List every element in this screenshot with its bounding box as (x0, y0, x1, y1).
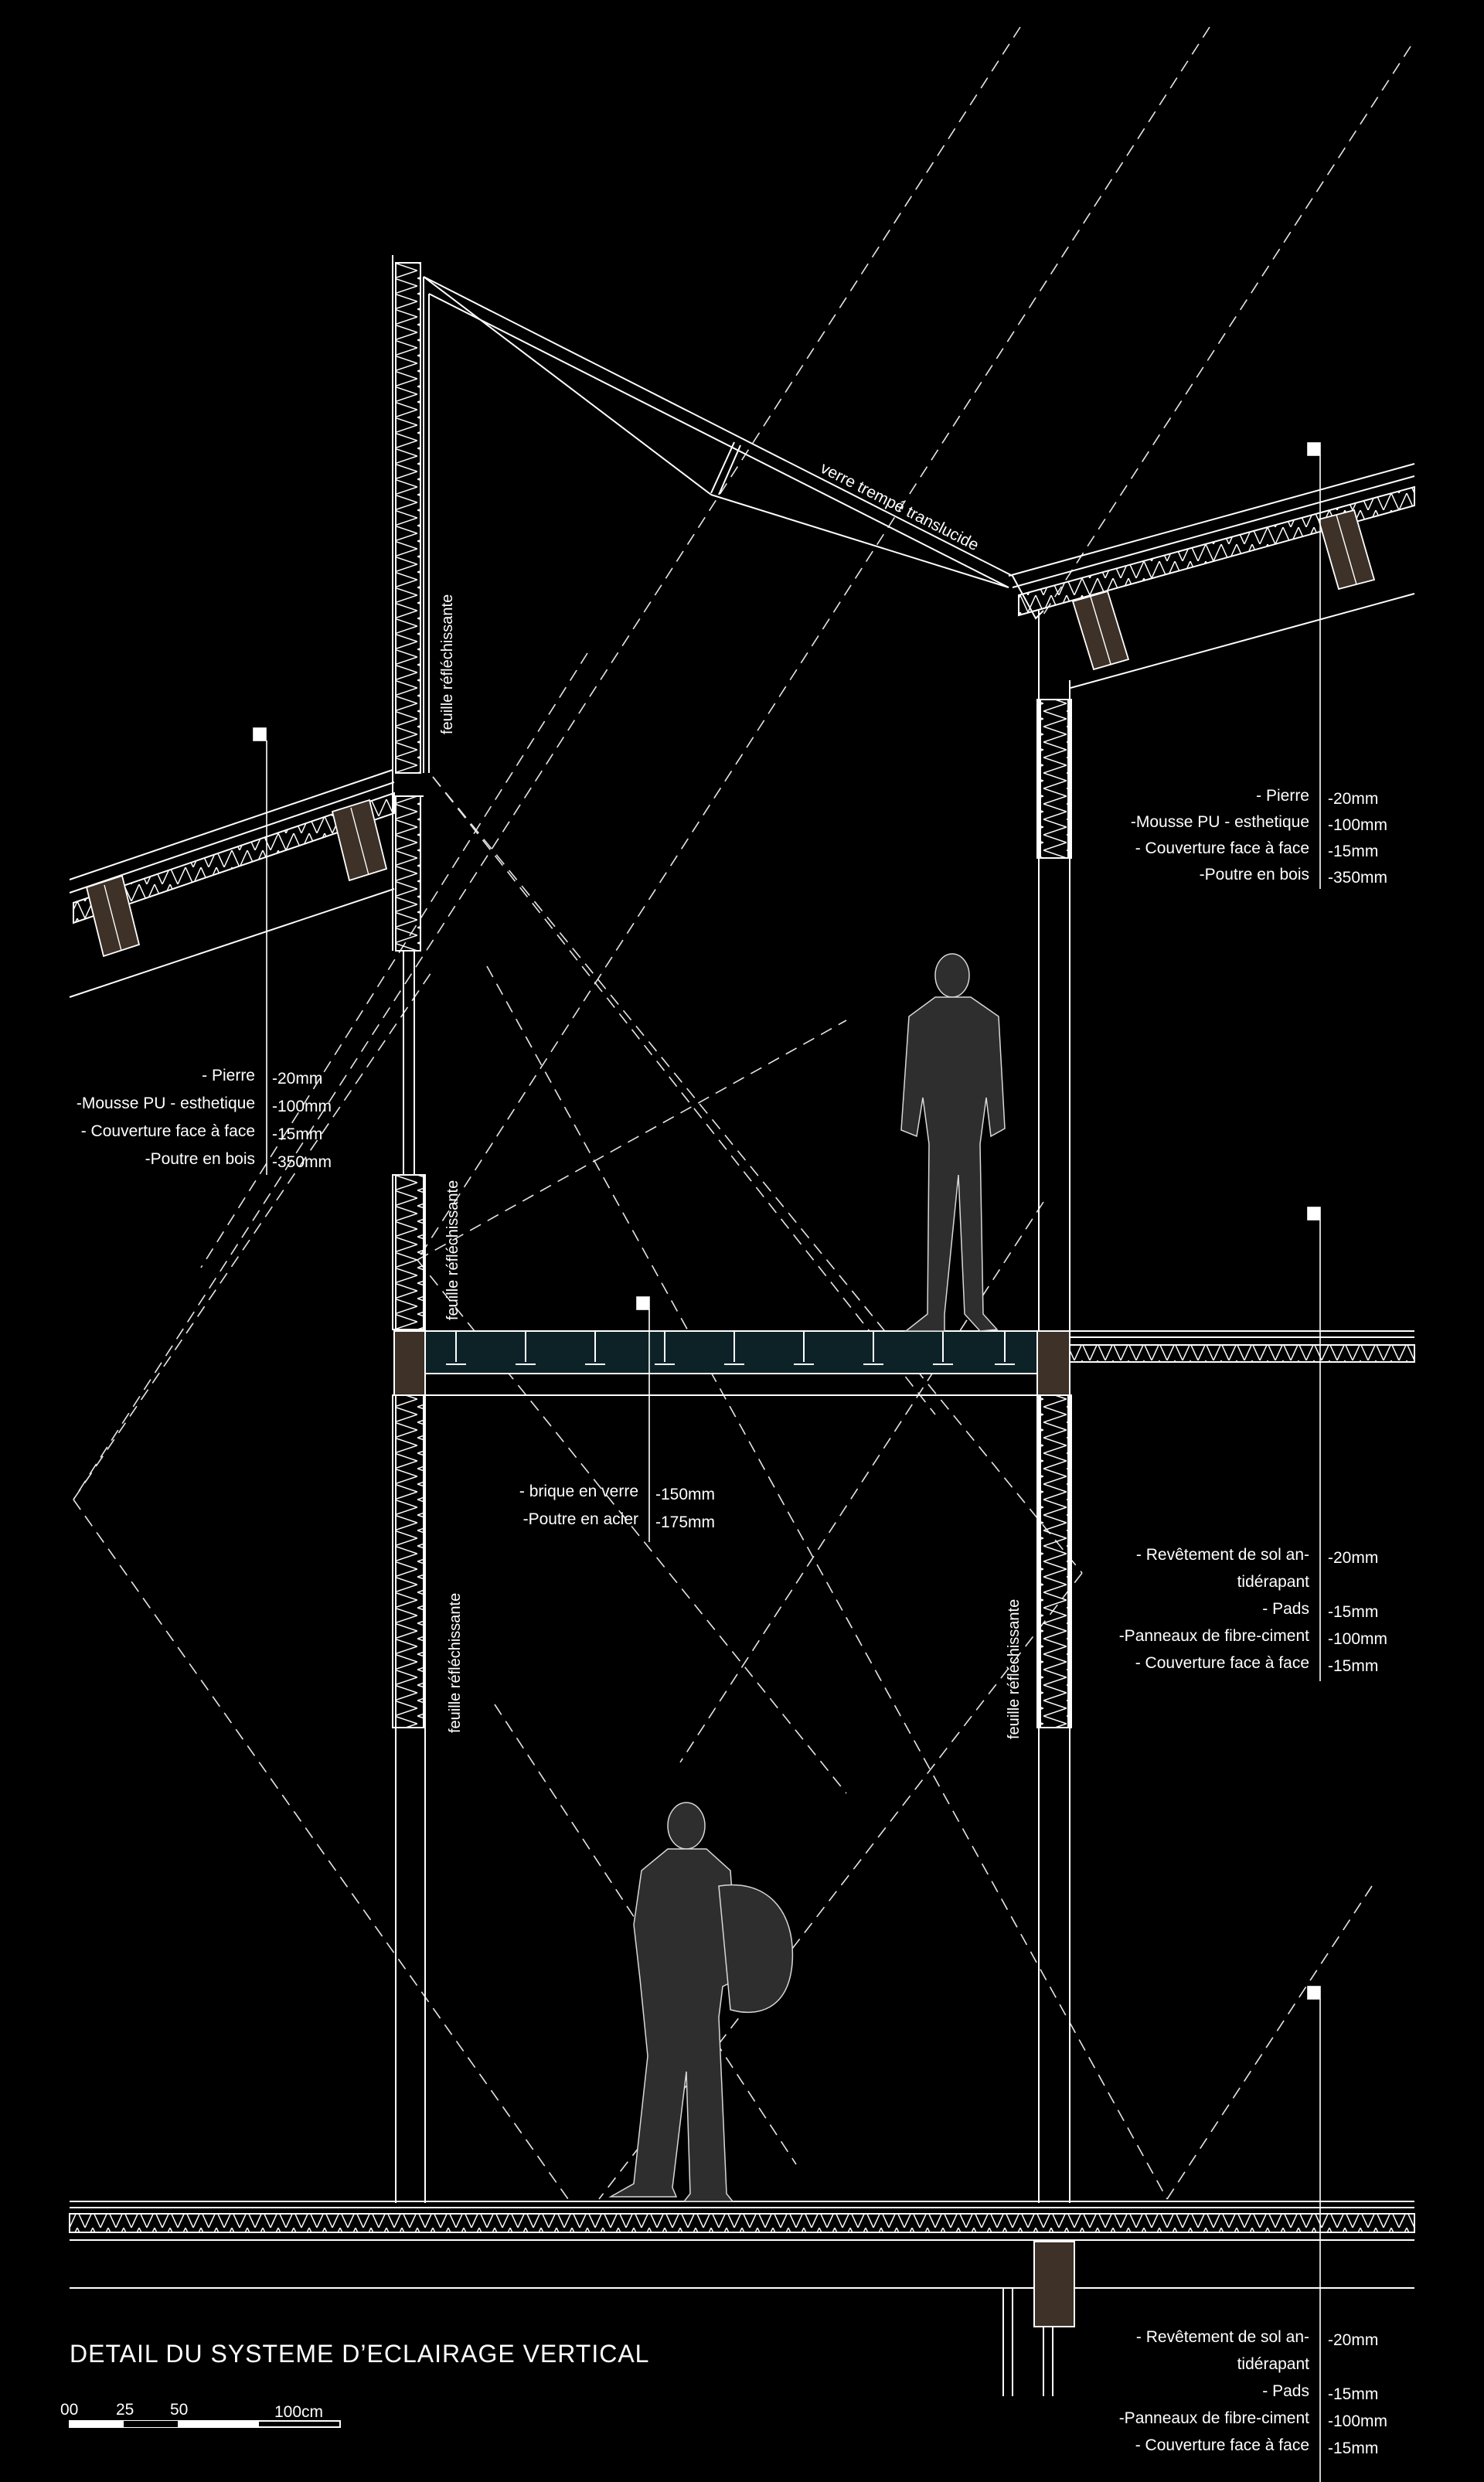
leader-lines (253, 442, 1321, 2482)
label-feuille-4: feuille réfléchissante (1006, 1599, 1023, 1739)
scale-bar: 00 25 50 100cm (60, 2401, 341, 2428)
spec-group-ground-floor: - Revêtement de sol an- -20mm tidérapant - … (1119, 2328, 1387, 2457)
spec-dim: -350mm (272, 1153, 332, 1171)
roof-right (1008, 463, 1415, 689)
light-rays (73, 26, 1411, 2200)
label-feuille-2: feuille réfléchissante (444, 1180, 461, 1320)
spec-name: - Revêtement de sol an- (1136, 1546, 1309, 1564)
spec-dim: -15mm (1328, 1603, 1378, 1621)
spec-group-upper-floor: - Revêtement de sol an- -20mm tidérapant - … (1119, 1546, 1387, 1675)
drawing-title: DETAIL DU SYSTEME D’ECLAIRAGE VERTICAL (70, 2340, 649, 2368)
spec-name: - Couverture face à face (1135, 839, 1309, 857)
spec-dim: -15mm (272, 1125, 322, 1143)
spec-dim: -20mm (1328, 790, 1378, 808)
wall-left (392, 255, 426, 2203)
label-feuille-3: feuille réfléchissante (447, 1593, 464, 1733)
spec-dim: -100mm (272, 1098, 332, 1115)
spec-dim: -15mm (1328, 843, 1378, 860)
spec-dim: -20mm (1328, 2331, 1378, 2349)
spec-name: - Couverture face à face (1135, 1654, 1309, 1672)
spec-dim: -100mm (1328, 816, 1387, 834)
spec-name: - Couverture face à face (81, 1122, 255, 1140)
spec-dim: -150mm (655, 1486, 715, 1503)
human-figures (608, 953, 1006, 2202)
scale-tick-1: 25 (116, 2401, 134, 2419)
scale-tick-2: 50 (170, 2401, 188, 2419)
figure-upper (900, 953, 1006, 1332)
spec-dim: -15mm (1328, 1657, 1378, 1675)
spec-name: - Couverture face à face (1135, 2436, 1309, 2454)
spec-name: -Mousse PU - esthetique (77, 1095, 255, 1112)
spec-group-roof-right: - Pierre -20mm -Mousse PU - esthetique -100… (1131, 787, 1387, 887)
spec-name: tidérapant (1237, 2355, 1310, 2373)
spec-dim: -20mm (272, 1070, 322, 1088)
scale-tick-3: 100cm (274, 2403, 323, 2421)
spec-name: -Mousse PU - esthetique (1131, 813, 1309, 831)
skylight-monitor (423, 276, 1044, 773)
spec-dim: -350mm (1328, 869, 1387, 887)
figure-lower (608, 1802, 794, 2202)
spec-dim: -100mm (1328, 1630, 1387, 1648)
spec-group-glass-floor: - brique en verre -150mm -Poutre en acier-… (519, 1483, 715, 1531)
spec-name: - Pads (1262, 2382, 1309, 2400)
spec-name: - Pads (1262, 1600, 1309, 1618)
spec-name: -Poutre en acier (523, 1510, 638, 1528)
spec-group-roof-left: - Pierre -20mm -Mousse PU - esthetique -100… (77, 1067, 332, 1171)
material-specs: - Pierre -20mm -Mousse PU - esthetique -100… (77, 787, 1387, 2457)
spec-dim: -15mm (1328, 2439, 1378, 2457)
spec-name: - Pierre (1256, 787, 1309, 805)
spec-name: -Panneaux de fibre-ciment (1119, 1627, 1309, 1645)
ground-floor (69, 2201, 1415, 2396)
spec-dim: -175mm (655, 1513, 715, 1531)
spec-name: -Panneaux de fibre-ciment (1119, 2409, 1309, 2427)
scale-tick-0: 00 (60, 2401, 78, 2419)
spec-dim: -100mm (1328, 2412, 1387, 2430)
spec-name: tidérapant (1237, 1573, 1310, 1591)
spec-name: - Revêtement de sol an- (1136, 2328, 1309, 2346)
spec-name: -Poutre en bois (145, 1150, 255, 1168)
spec-dim: -15mm (1328, 2385, 1378, 2403)
spec-name: - brique en verre (519, 1483, 638, 1500)
roof-left (69, 769, 395, 998)
spec-dim: -20mm (1328, 1549, 1378, 1567)
wall-right (1036, 611, 1072, 2203)
label-feuille-1: feuille réfléchissante (439, 594, 456, 734)
spec-name: -Poutre en bois (1200, 866, 1309, 884)
spec-name: - Pierre (202, 1067, 255, 1084)
